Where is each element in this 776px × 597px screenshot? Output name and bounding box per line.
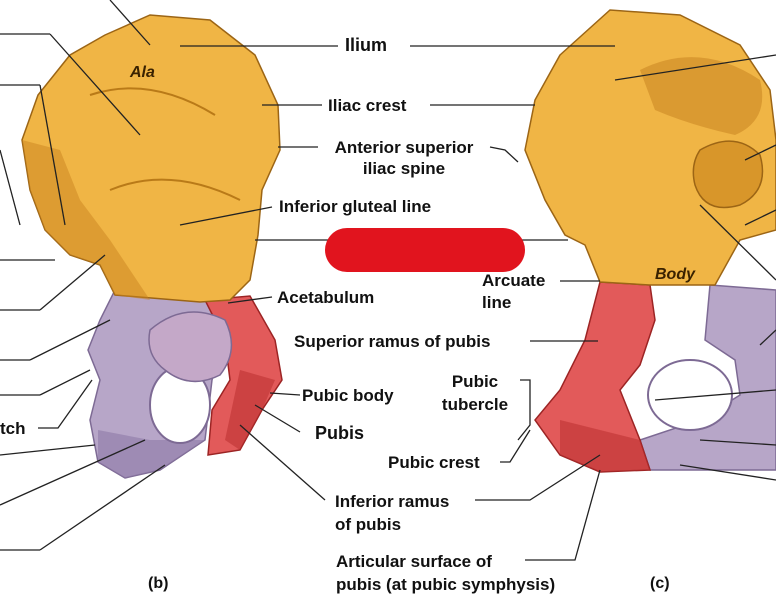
acetabulum-label: Acetabulum: [277, 288, 375, 307]
articular-surface-of-pubis-label: Articular surface of pubis (at pubic sym…: [336, 552, 556, 594]
inferior-gluteal-line-label: Inferior gluteal line: [279, 197, 432, 216]
body-label: Body: [655, 266, 695, 283]
pubis-label: Pubis: [315, 423, 365, 443]
redaction-mark: [325, 228, 525, 272]
gluteal-ridge-b2: [109, 178, 241, 201]
ilium-shade-b: [22, 140, 150, 300]
ala-label: Ala: [130, 64, 155, 81]
pubic-body-label: Pubic body: [302, 386, 394, 405]
pubic-crest-label: Pubic crest: [388, 453, 480, 472]
obturator-foramen-c: [647, 359, 733, 431]
anterior-superior-iliac-spine-label: Anterior superior iliac spine: [334, 138, 474, 178]
acetabulum-cup-b: [148, 311, 233, 383]
auricular-surface-c: [692, 140, 764, 209]
pubis-shadow-b: [225, 370, 275, 450]
superior-ramus-of-pubis-label: Superior ramus of pubis: [294, 332, 491, 351]
lateral-view-bone: [21, 14, 283, 479]
iliac-crest-label: Iliac crest: [328, 96, 407, 115]
medial-view-bone: [524, 9, 776, 473]
inferior-ramus-of-pubis-label: Inferior ramus of pubis: [335, 492, 450, 534]
arcuate-line-label: Arcuate line: [482, 271, 546, 312]
pubic-tubercle-label: Pubic tubercle: [441, 372, 509, 414]
ilium-label: Ilium: [345, 35, 388, 55]
pubis-shadow-c: [560, 420, 650, 472]
panel-b-label: (b): [148, 575, 169, 592]
leader-lines: [0, 0, 776, 561]
gluteal-ridge-b: [89, 87, 216, 116]
panel-c-label: (c): [650, 575, 670, 592]
iliac-fossa-shade-c: [640, 57, 763, 136]
truncated-notch-label: tch: [0, 419, 26, 438]
